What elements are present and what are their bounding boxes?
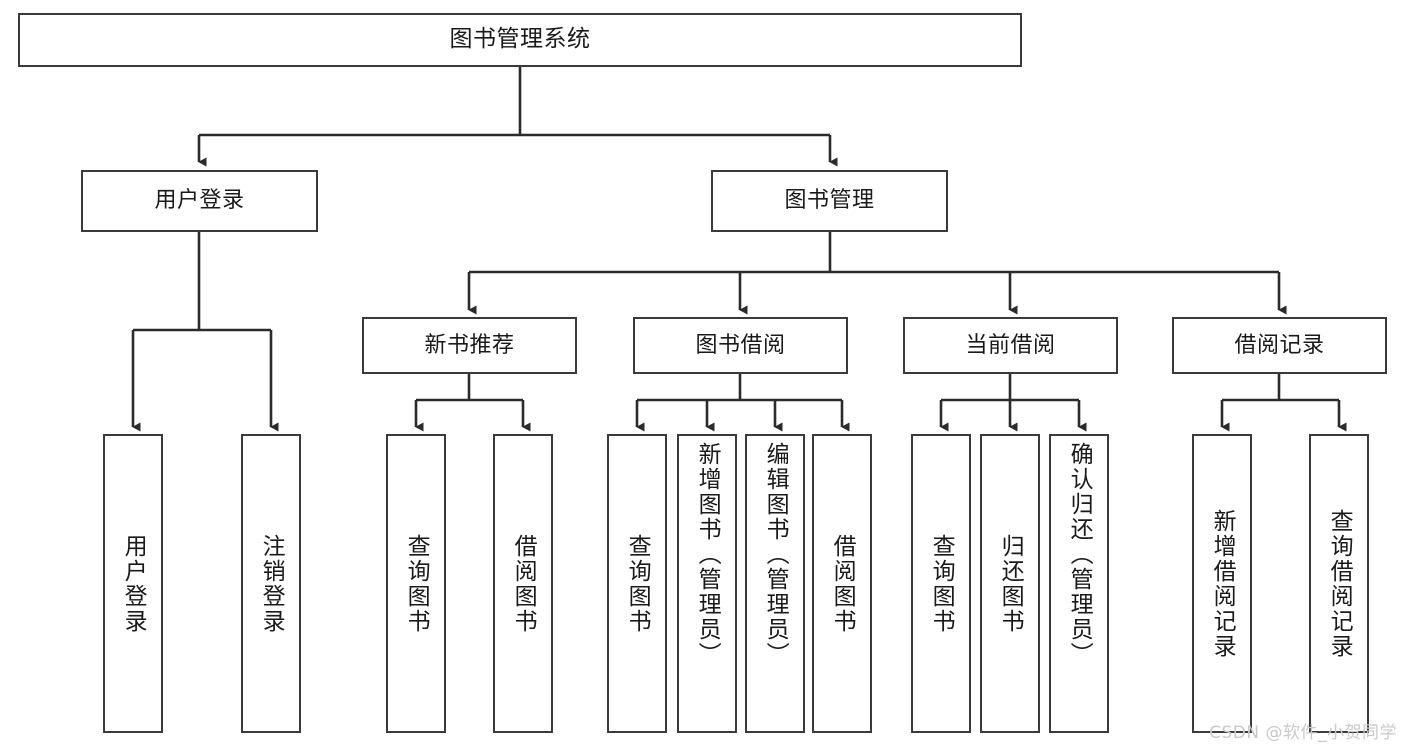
node-leaf-query-books-recommend[interactable]: 查询图书	[386, 434, 446, 733]
node-label: 图书管理系统	[449, 26, 591, 53]
node-leaf-confirm-return-admin[interactable]: 确认归还（管理员）	[1049, 434, 1109, 733]
node-leaf-borrow-books[interactable]: 借阅图书	[812, 434, 872, 733]
node-label: 用户登录	[154, 188, 245, 214]
node-label: 新增图书（管理员）	[694, 442, 721, 667]
node-label: 当前借阅	[965, 332, 1056, 358]
node-leaf-user-login[interactable]: 用户登录	[103, 434, 163, 733]
node-label: 新增借阅记录	[1209, 508, 1236, 659]
node-label: 借阅记录	[1234, 332, 1325, 358]
node-label: 图书管理	[784, 188, 875, 214]
node-label: 确认归还（管理员）	[1066, 442, 1093, 667]
node-leaf-add-book-admin[interactable]: 新增图书（管理员）	[677, 434, 737, 733]
node-leaf-logout[interactable]: 注销登录	[241, 434, 301, 733]
node-label: 查询图书	[403, 533, 430, 634]
node-leaf-query-books-borrow[interactable]: 查询图书	[607, 434, 667, 733]
node-leaf-edit-book-admin[interactable]: 编辑图书（管理员）	[745, 434, 805, 733]
node-label: 用户登录	[120, 533, 147, 634]
node-user-login[interactable]: 用户登录	[81, 170, 318, 232]
node-leaf-query-books-current[interactable]: 查询图书	[911, 434, 971, 733]
node-root-book-management-system[interactable]: 图书管理系统	[18, 13, 1022, 67]
node-leaf-add-borrow-record[interactable]: 新增借阅记录	[1192, 434, 1252, 733]
node-book-borrow[interactable]: 图书借阅	[633, 317, 848, 374]
node-label: 图书借阅	[695, 332, 786, 358]
node-label: 注销登录	[258, 533, 285, 634]
node-label: 查询图书	[928, 533, 955, 634]
node-borrow-records[interactable]: 借阅记录	[1172, 317, 1387, 374]
node-book-management[interactable]: 图书管理	[711, 170, 948, 232]
csdn-watermark: CSDN @软件_小贺同学	[1209, 723, 1397, 743]
node-leaf-query-borrow-record[interactable]: 查询借阅记录	[1309, 434, 1369, 733]
node-label: 归还图书	[997, 533, 1024, 634]
node-new-book-recommend[interactable]: 新书推荐	[362, 317, 577, 374]
node-label: 借阅图书	[829, 533, 856, 634]
node-leaf-borrow-books-recommend[interactable]: 借阅图书	[493, 434, 553, 733]
node-label: 查询借阅记录	[1326, 508, 1353, 659]
node-label: 编辑图书（管理员）	[762, 442, 789, 667]
node-label: 借阅图书	[510, 533, 537, 634]
node-leaf-return-books[interactable]: 归还图书	[980, 434, 1040, 733]
node-label: 查询图书	[624, 533, 651, 634]
node-label: 新书推荐	[424, 332, 515, 358]
node-current-borrow[interactable]: 当前借阅	[903, 317, 1118, 374]
